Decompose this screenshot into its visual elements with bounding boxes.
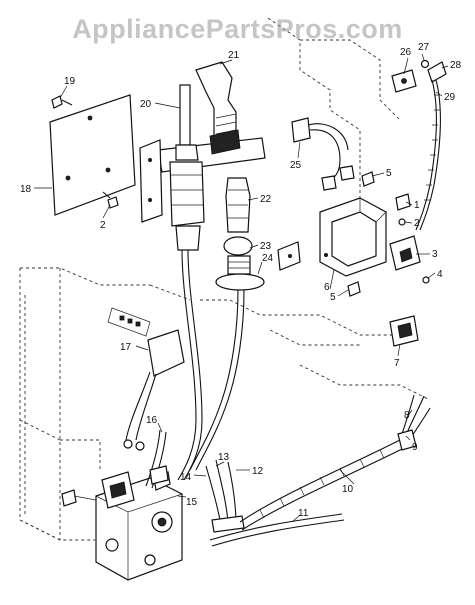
callout-2-left: 2: [100, 220, 106, 231]
callout-25: 25: [290, 160, 302, 171]
callout-4: 4: [437, 269, 443, 280]
callout-23: 23: [260, 241, 272, 252]
callout-5-lower: 5: [330, 292, 336, 303]
pilot-hood: [195, 61, 241, 155]
callout-8: 8: [404, 410, 410, 421]
callout-28: 28: [450, 60, 462, 71]
parts-bag: [107, 307, 151, 337]
connector-9: [397, 429, 417, 451]
callout-24: 24: [262, 253, 274, 264]
wire-harness-29: [415, 79, 441, 231]
gas-valve-15: [95, 471, 183, 581]
thermostat-26: [391, 69, 417, 93]
callout-3: 3: [432, 249, 438, 260]
callout-16: 16: [146, 415, 158, 426]
junction-box: [319, 197, 387, 277]
callout-27: 27: [418, 42, 430, 53]
small-bracket-24: [277, 241, 301, 271]
pipe-stub: [61, 489, 97, 507]
callout-12: 12: [252, 466, 264, 477]
screw-4: [422, 276, 430, 284]
callout-11: 11: [298, 508, 309, 519]
clip-5-upper: [361, 171, 375, 187]
callout-2-right: 2: [414, 218, 420, 229]
module-17: [123, 329, 185, 451]
callout-10: 10: [342, 484, 354, 495]
screw-19: [51, 95, 73, 109]
callout-6: 6: [324, 282, 330, 293]
callout-19: 19: [64, 76, 76, 87]
conduit-10: [239, 439, 405, 531]
switch-25: [291, 117, 355, 191]
mounting-plate: [49, 94, 136, 216]
callout-18: 18: [20, 184, 32, 195]
relay-3: [389, 235, 421, 271]
callout-15: 15: [186, 497, 198, 508]
clip-5-lower: [347, 281, 361, 297]
pilot-tube: [169, 84, 205, 251]
callout-7: 7: [394, 358, 400, 369]
thermocouple-fitting: [215, 177, 265, 291]
callout-1: 1: [414, 200, 420, 211]
wire-16: [145, 429, 169, 489]
screw-2-left: [102, 191, 119, 209]
callout-numbers: 19 18 2 20 21 22 23 24 25 26 27 28 29 5 …: [20, 42, 462, 519]
callout-14: 14: [180, 472, 192, 483]
cabinet-outline: [19, 17, 431, 541]
switch-7: [389, 315, 419, 347]
callout-22: 22: [260, 194, 272, 205]
screw-2-right: [398, 218, 406, 226]
screw-27: [420, 59, 430, 69]
callout-26: 26: [400, 47, 412, 58]
callout-29: 29: [444, 92, 456, 103]
wire-leads: [205, 459, 245, 533]
callout-5-upper: 5: [386, 168, 392, 179]
leader-lines: [34, 53, 449, 523]
watermark: AppliancePartsPros.com: [72, 14, 403, 44]
callout-9: 9: [412, 442, 418, 453]
callout-17: 17: [120, 342, 132, 353]
wire-11: [209, 513, 345, 547]
callout-13: 13: [218, 452, 230, 463]
bracket-28: [427, 61, 447, 83]
fastener-1: [395, 193, 411, 211]
tubing: [177, 249, 245, 481]
callout-21: 21: [228, 50, 240, 61]
callout-20: 20: [140, 99, 152, 110]
